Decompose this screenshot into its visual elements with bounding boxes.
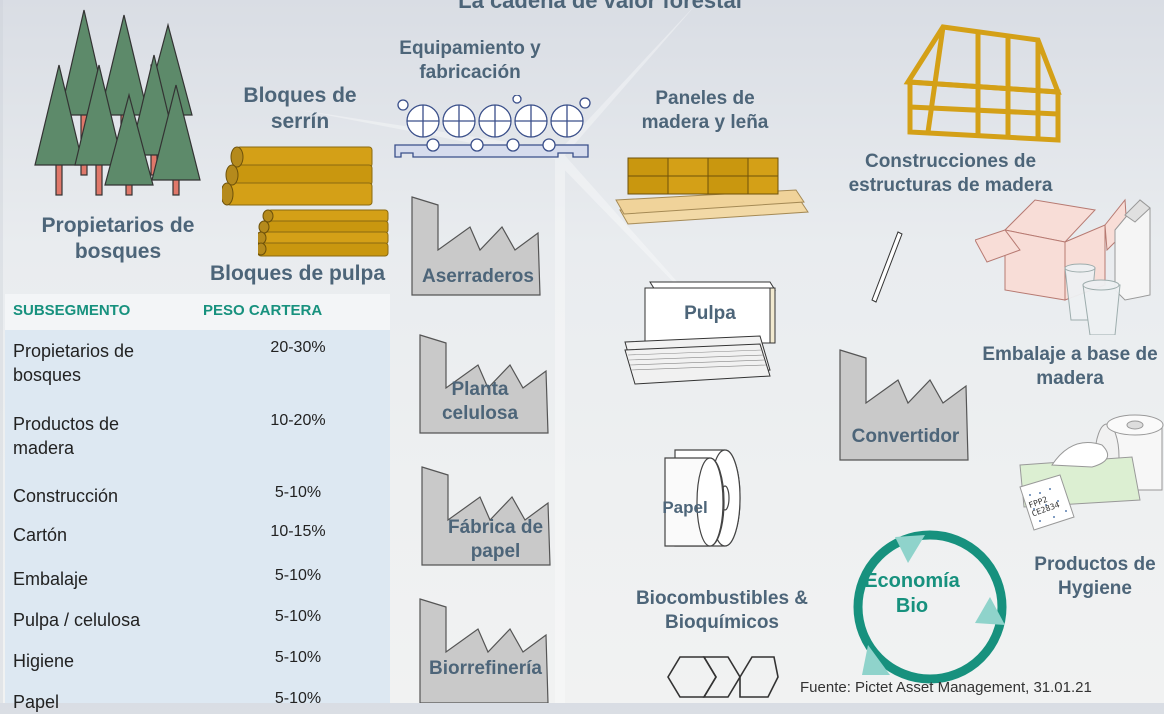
cell-weight: 5-10% xyxy=(274,567,322,584)
pulp-bale-icon xyxy=(624,281,776,385)
forest-trees-icon xyxy=(34,9,201,196)
label-bloques-pulpa: Bloques de pulpa xyxy=(209,262,385,285)
column-header-subsegmento: SUBSEGMENTO xyxy=(13,302,131,319)
converter-factory-icon xyxy=(839,349,969,461)
cell-subsegment: Higiene xyxy=(13,651,75,671)
column-header-peso-cartera: PESO CARTERA xyxy=(203,302,323,319)
cell-subsegment: Pulpa / celulosa xyxy=(13,610,141,630)
label-construcciones: Construcciones de estructuras de madera xyxy=(848,151,1053,196)
paper-rolls-icon xyxy=(664,449,741,547)
label-pulpa: Pulpa xyxy=(684,303,736,324)
label-papel: Papel xyxy=(662,498,708,517)
label-propietarios: Propietarios de bosques xyxy=(41,214,195,264)
packaging-boxes-cups-icon xyxy=(975,198,1151,335)
cutter-blade-icon xyxy=(871,231,903,303)
table-header: SUBSEGMENTO PESO CARTERA xyxy=(5,294,390,330)
label-planta-celulosa: Planta celulosa xyxy=(441,379,519,424)
cell-weight: 5-10% xyxy=(274,649,322,666)
label-embalaje: Embalaje a base de madera xyxy=(982,344,1158,389)
page-title: La cadena de valor forestal xyxy=(458,0,742,13)
label-economia-bio: Economía Bio xyxy=(864,570,960,617)
sawmill-factory-icon xyxy=(411,196,541,296)
cell-weight: 20-30% xyxy=(270,339,326,356)
hygiene-products-icon xyxy=(1019,414,1164,531)
label-bloques-serrin: Bloques de serrín xyxy=(243,84,357,134)
pulp-plant-factory-icon xyxy=(419,334,549,434)
wood-panels-icon xyxy=(615,157,809,225)
timber-house-frame-icon xyxy=(903,24,1062,143)
cell-subsegment: Productos de madera xyxy=(13,414,120,459)
label-fabrica-papel: Fábrica de papel xyxy=(447,517,544,562)
cell-weight: 5-10% xyxy=(274,690,322,707)
cell-subsegment: Embalaje xyxy=(13,569,89,589)
biorefinery-factory-icon xyxy=(419,598,549,703)
cell-weight: 10-15% xyxy=(270,523,326,540)
label-aserraderos: Aserraderos xyxy=(422,266,534,287)
portfolio-weight-table: SUBSEGMENTO PESO CARTERA Propietarios de… xyxy=(5,294,390,712)
bio-economy-cycle-icon xyxy=(853,530,1007,684)
label-equipamiento: Equipamiento y fabricación xyxy=(399,38,541,83)
label-paneles: Paneles de madera y leña xyxy=(641,88,769,133)
label-biorrefineria: Biorrefinería xyxy=(429,658,542,679)
label-convertidor: Convertidor xyxy=(851,426,960,447)
cell-weight: 10-20% xyxy=(270,412,326,429)
cell-weight: 5-10% xyxy=(274,484,322,501)
paper-mill-factory-icon xyxy=(421,466,551,566)
label-productos-hygiene: Productos de Hygiene xyxy=(1034,554,1156,599)
cell-subsegment: Construcción xyxy=(13,486,119,506)
cell-subsegment: Cartón xyxy=(13,525,68,545)
cell-weight: 5-10% xyxy=(274,608,322,625)
source-note: Fuente: Pictet Asset Management, 31.01.2… xyxy=(800,679,1092,696)
molecule-hexagons-icon xyxy=(667,656,779,698)
label-biocombustibles: Biocombustibles & Bioquímicos xyxy=(635,588,809,633)
pulpwood-stack-icon xyxy=(258,209,389,257)
cell-subsegment: Propietarios de bosques xyxy=(13,341,135,386)
sawlog-stack-icon xyxy=(222,146,373,206)
cell-subsegment: Papel xyxy=(13,692,60,712)
machinery-rollers-icon xyxy=(394,95,591,158)
